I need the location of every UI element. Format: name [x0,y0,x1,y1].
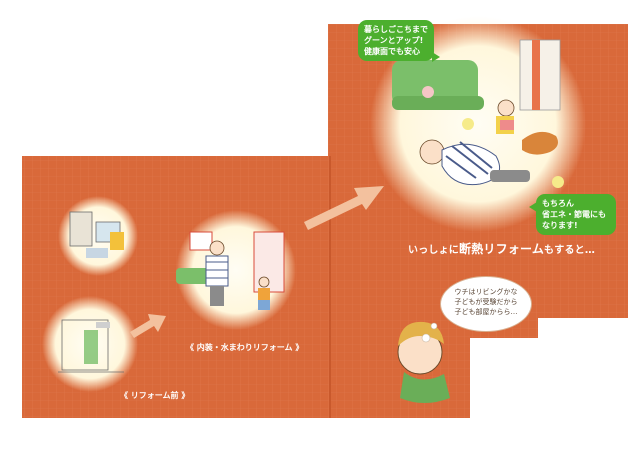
arrow-to-interior [130,314,166,338]
arrow-to-insulation [304,186,384,230]
thought-line: 子ども部屋からら… [454,308,518,316]
speech-line: 健康面でも安心 [364,47,420,56]
thought-bubble: ウチはリビングかな 子どもが受験だから 子ども部屋からら… [440,276,532,332]
caption-before-reform: 《 リフォーム前 》 [120,391,190,400]
insulated-living-room-vignette [370,16,586,232]
family-living-room-vignette [176,210,296,330]
thought-line: ウチはリビングかな [454,288,518,296]
bathroom-vignette [58,196,138,276]
speech-bubble-comfort: 暮らしごこちまで グーンとアップ! 健康面でも安心 [358,20,440,62]
speech-line: グーンとアップ! [364,36,424,45]
thought-line: 子どもが受験だから [454,298,518,306]
speech-bubble-energy: もちろん 省エネ・節電にも なります! [529,194,616,235]
speech-tail [529,202,537,212]
entry-room-vignette [42,296,138,392]
insulation-headline: いっしょに断熱リフォームもすると… [408,240,595,257]
thinking-child-illustration [397,321,450,403]
headline-pre: いっしょに [408,245,459,256]
speech-line: 暮らしごこちまで [364,25,428,34]
speech-line: なります! [542,221,578,230]
speech-tail [432,52,440,62]
headline-post: もすると… [544,245,596,256]
speech-line: 省エネ・節電にも [542,210,606,219]
caption-interior-reform: 《 内装・水まわりリフォーム 》 [186,343,304,352]
headline-strong: 断熱リフォーム [459,242,545,256]
speech-line: もちろん [542,199,574,208]
